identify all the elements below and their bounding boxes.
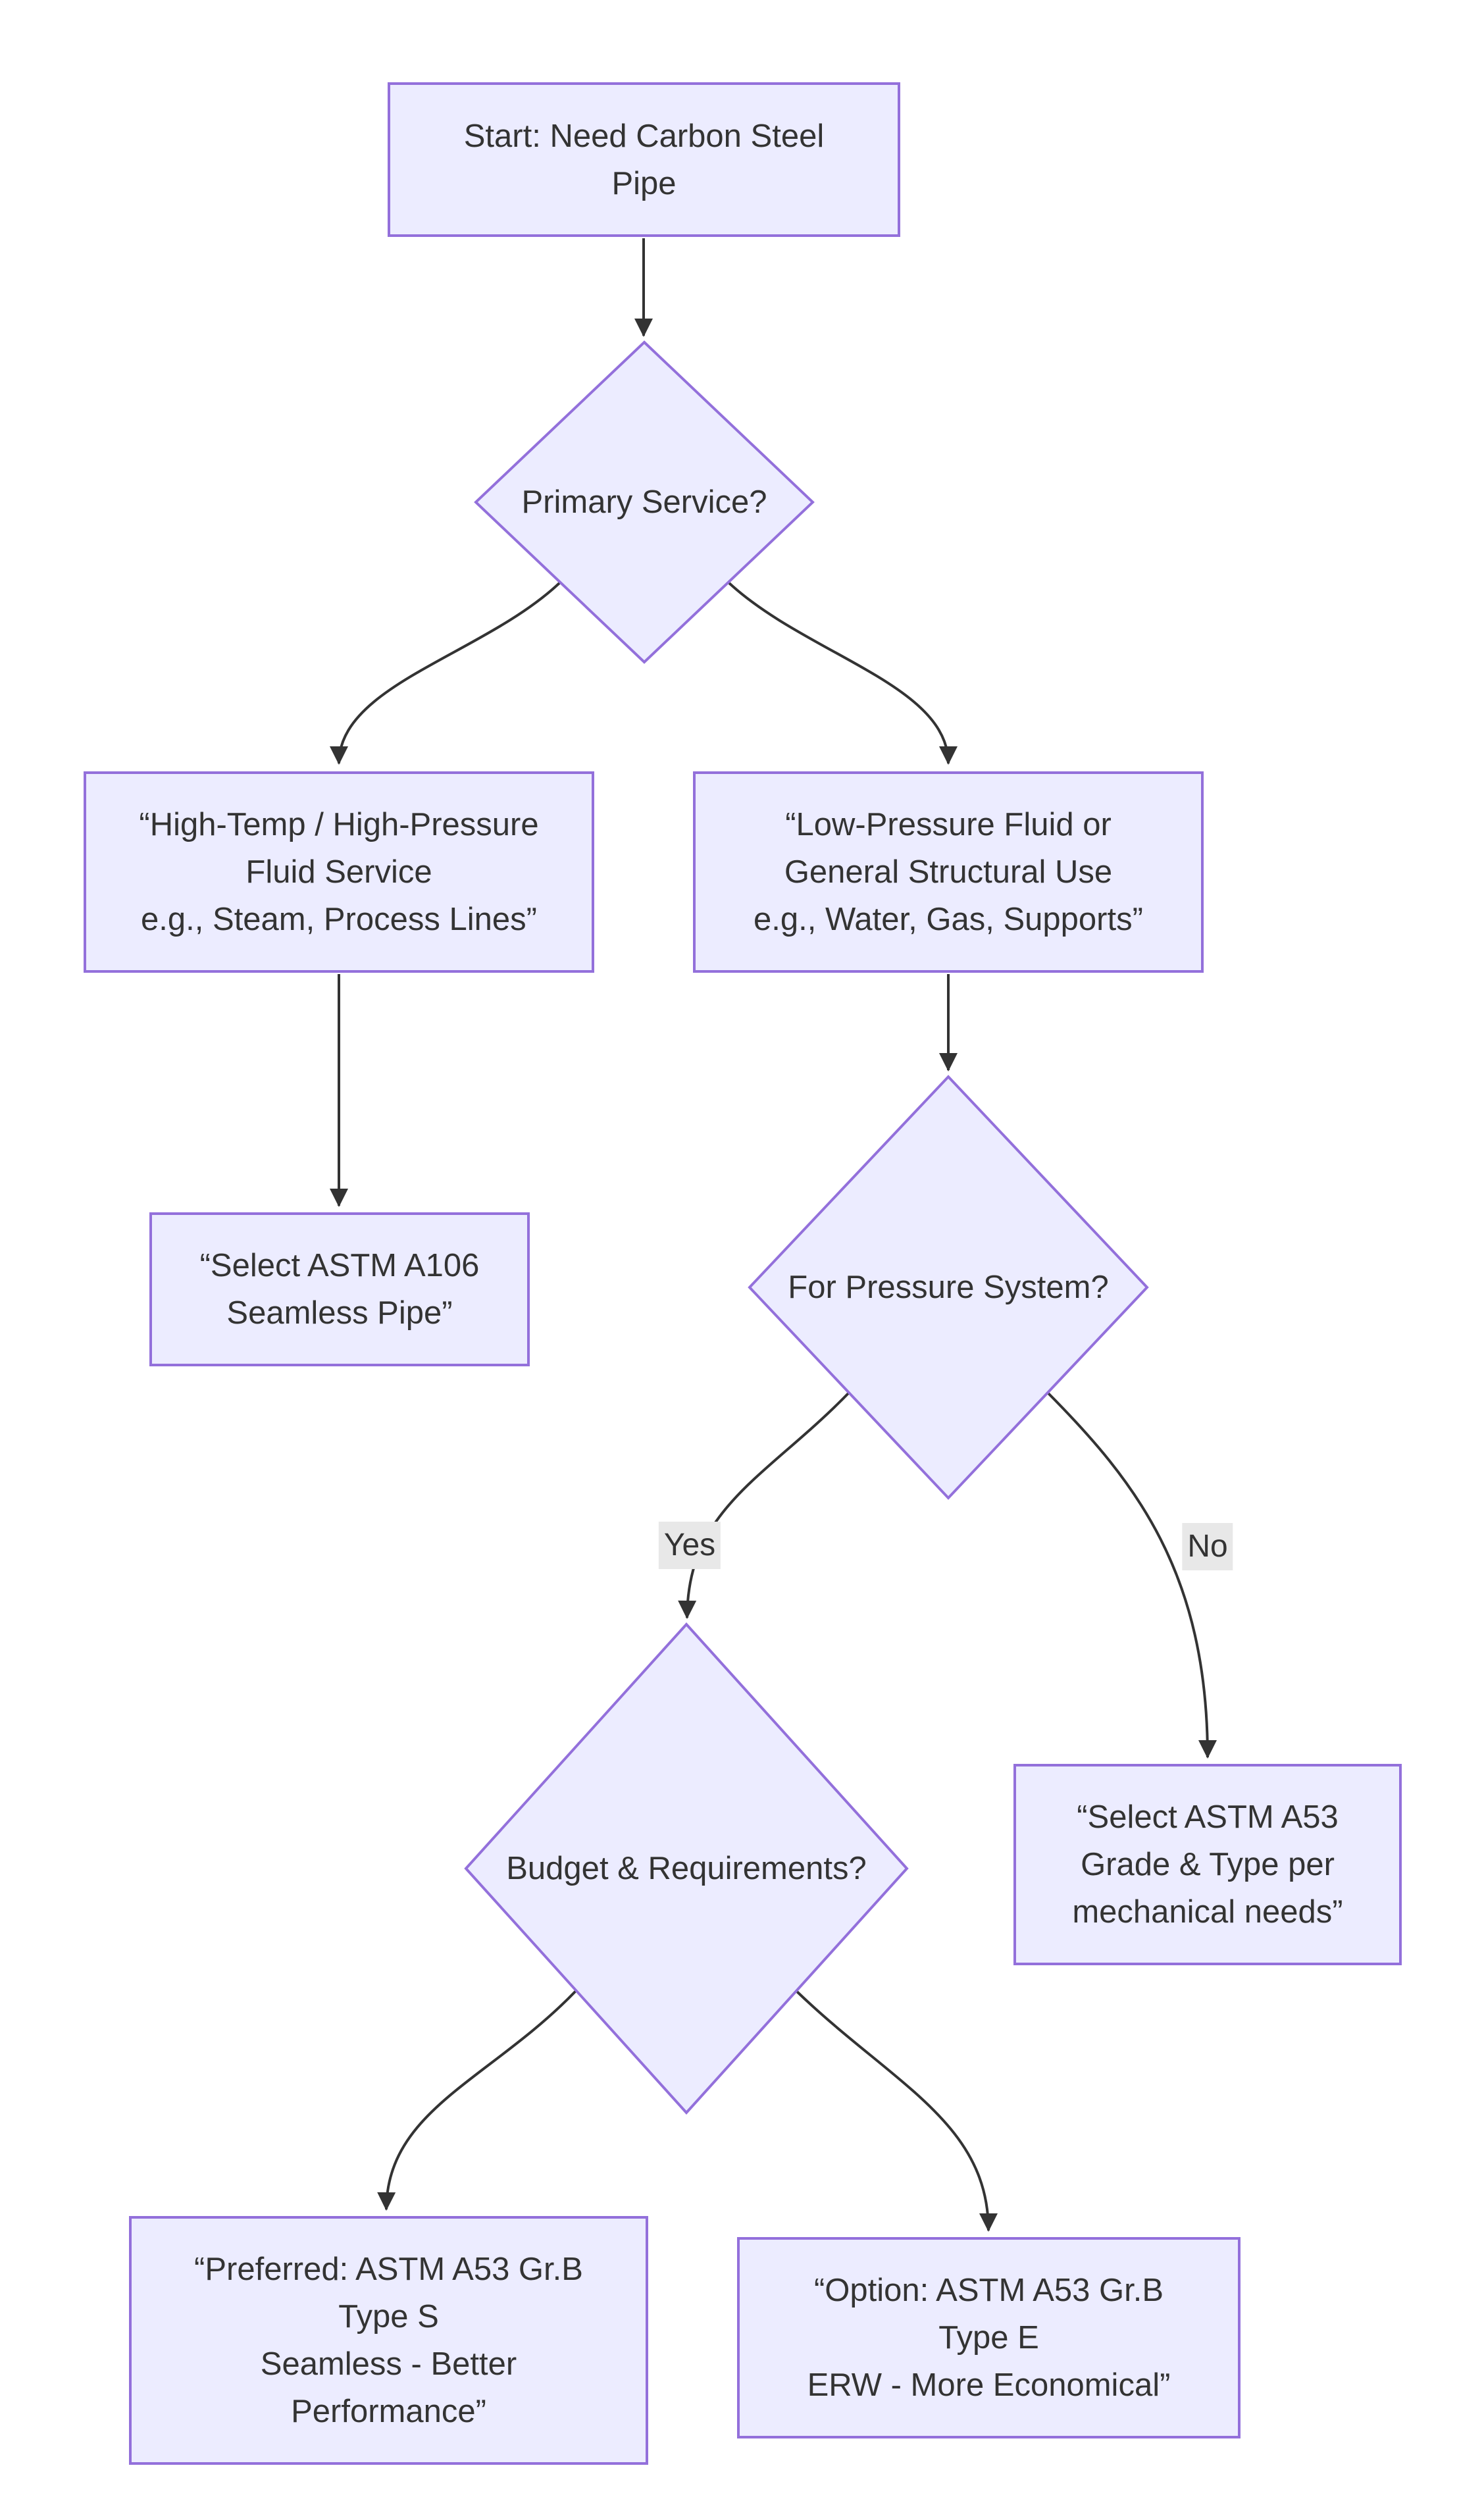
node-a53-mech-line-1: “Select ASTM A53 xyxy=(1077,1799,1339,1835)
decision-primary-service-label: Primary Service? xyxy=(521,484,767,520)
decision-budget-shape xyxy=(464,1622,909,2115)
decision-budget-label: Budget & Requirements? xyxy=(506,1851,867,1886)
node-low-pressure-line-1: “Low-Pressure Fluid or xyxy=(785,807,1112,842)
node-high-temp-line-3: e.g., Steam, Process Lines” xyxy=(141,902,537,937)
node-a53-mech-line-2: Grade & Type per xyxy=(1081,1847,1335,1882)
edge-budget-to-a53-type-s xyxy=(377,1990,577,2211)
node-start-line-1: Start: Need Carbon Steel xyxy=(463,118,825,154)
node-low-pressure-line-2: General Structural Use xyxy=(784,854,1113,890)
node-a53-type-e: “Option: ASTM A53 Gr.B Type E ERW - More… xyxy=(737,2237,1241,2438)
node-a53-type-s-line-3: Seamless - Better xyxy=(260,2346,517,2382)
node-a106-line-2: Seamless Pipe” xyxy=(226,1295,453,1331)
edge-label-yes: Yes xyxy=(658,1522,721,1569)
node-select-a106: “Select ASTM A106 Seamless Pipe” xyxy=(149,1212,530,1366)
node-a53-mech-line-3: mechanical needs” xyxy=(1072,1894,1343,1930)
node-start: Start: Need Carbon Steel Pipe xyxy=(388,82,900,237)
node-high-temp-service: “High-Temp / High-Pressure Fluid Service… xyxy=(84,771,594,973)
node-high-temp-line-2: Fluid Service xyxy=(245,854,432,890)
node-a53-type-e-line-1: “Option: ASTM A53 Gr.B xyxy=(813,2273,1164,2308)
node-a53-type-s: “Preferred: ASTM A53 Gr.B Type S Seamles… xyxy=(129,2216,648,2465)
node-a53-type-s-line-1: “Preferred: ASTM A53 Gr.B xyxy=(194,2252,583,2287)
node-a53-type-s-line-2: Type S xyxy=(338,2299,439,2334)
decision-primary-service-shape xyxy=(474,340,815,664)
decision-pressure-system-shape xyxy=(748,1075,1149,1500)
node-a53-type-e-line-2: Type E xyxy=(938,2320,1039,2356)
edge-primary-service-to-high-temp xyxy=(330,581,561,765)
decision-pressure-system-label: For Pressure System? xyxy=(788,1270,1109,1305)
edge-label-no: No xyxy=(1182,1523,1233,1570)
node-select-a53-mechanical: “Select ASTM A53 Grade & Type per mechan… xyxy=(1013,1764,1402,1965)
node-a106-line-1: “Select ASTM A106 xyxy=(199,1248,480,1283)
edge-pressure-system-no-to-a53-mech xyxy=(1046,1391,1217,1759)
node-start-line-2: Pipe xyxy=(611,165,677,201)
node-a53-type-e-line-3: ERW - More Economical” xyxy=(807,2367,1171,2403)
node-low-pressure-line-3: e.g., Water, Gas, Supports” xyxy=(754,902,1143,937)
node-low-pressure-use: “Low-Pressure Fluid or General Structura… xyxy=(693,771,1204,973)
node-a53-type-s-line-4: Performance” xyxy=(291,2394,486,2429)
node-high-temp-line-1: “High-Temp / High-Pressure xyxy=(139,807,539,842)
edge-budget-to-a53-type-e xyxy=(795,1990,998,2232)
edge-pressure-system-yes-to-budget xyxy=(678,1391,850,1619)
edge-primary-service-to-low-pressure xyxy=(727,581,958,765)
